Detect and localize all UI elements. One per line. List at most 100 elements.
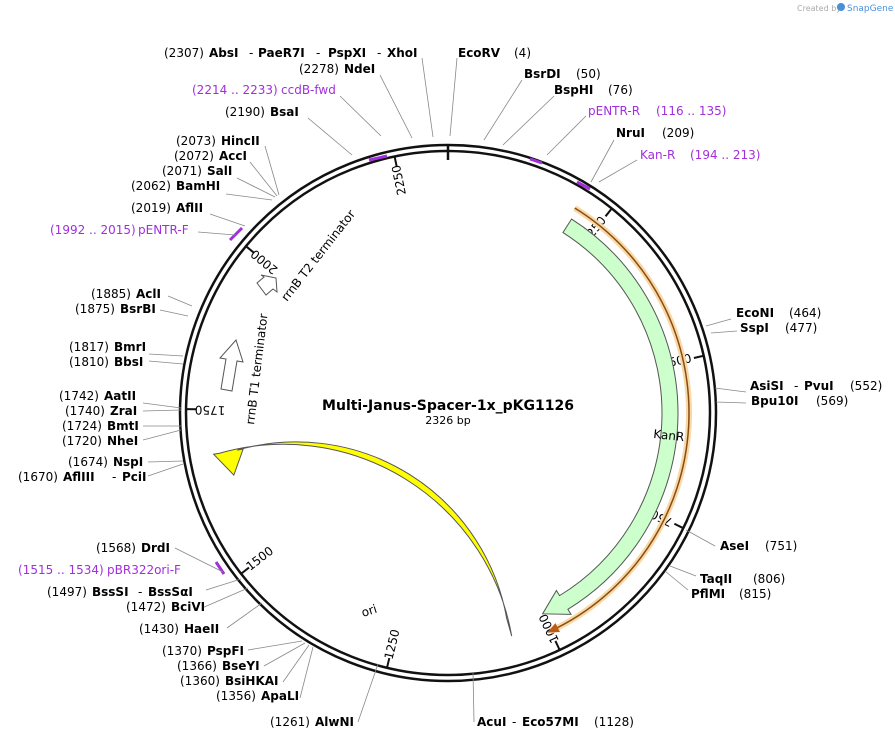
alwni-site[interactable]: AlwNI (315, 715, 354, 729)
bsssi-site[interactable]: BssSI (92, 585, 129, 599)
bsphi-site[interactable]: BspHI (554, 83, 593, 97)
created-by-text: Created by (797, 4, 841, 13)
kanr-feature[interactable]: KanR (541, 218, 685, 615)
afliii-site[interactable]: AflIII (63, 470, 95, 484)
pentr-f-mark (228, 226, 244, 242)
pentr-f-primer[interactable]: pENTR-F (138, 223, 189, 237)
aatii-pos: (1742) (59, 389, 99, 403)
econi-pos: (464) (789, 306, 821, 320)
bamhi-site[interactable]: BamHI (176, 179, 220, 193)
pvui-site[interactable]: PvuI (804, 379, 834, 393)
pentr-r-primer[interactable]: pENTR-R (588, 104, 640, 118)
svg-text:-: - (249, 46, 253, 60)
svg-text:-: - (316, 46, 320, 60)
ndei-site[interactable]: NdeI (344, 62, 375, 76)
acci-pos: (2072) (174, 149, 214, 163)
tick-mark (245, 245, 255, 254)
pbr322ori-f-primer[interactable]: pBR322ori-F (107, 563, 181, 577)
nhei-pos: (1720) (62, 434, 102, 448)
rrnb-t1-arrow (219, 339, 244, 392)
drdi-site[interactable]: DrdI (141, 541, 170, 555)
ori-feature[interactable]: ori (212, 441, 513, 637)
pentr-r-mark (529, 157, 543, 165)
rrnb-t1-label: rrnB T1 terminator (243, 313, 271, 426)
pentr-r-range: (116 .. 135) (656, 104, 726, 118)
pspfi-site[interactable]: PspFI (207, 644, 244, 658)
kan-r-primer[interactable]: Kan-R (640, 148, 675, 162)
rrnb-t2-label: rrnB T2 terminator (278, 207, 358, 304)
tick-mark (554, 640, 561, 651)
svg-text:-: - (377, 46, 381, 60)
nrui-pos: (209) (662, 126, 694, 140)
bsssai-site[interactable]: BssSαI (148, 585, 193, 599)
acli-site[interactable]: AclI (136, 287, 161, 301)
afliii-pos: (1670) (18, 470, 58, 484)
acli-pos: (1885) (91, 287, 131, 301)
sali-site[interactable]: SalI (207, 164, 232, 178)
bpu10i-site[interactable]: Bpu10I (751, 394, 798, 408)
bsihkai-pos: (1360) (180, 674, 220, 688)
drdi-pos: (1568) (96, 541, 136, 555)
bsihkai-site[interactable]: BsiHKAI (225, 674, 279, 688)
bmti-site[interactable]: BmtI (107, 419, 139, 433)
nspi-site[interactable]: NspI (113, 455, 143, 469)
pspxi-site[interactable]: PspXI (328, 46, 366, 60)
ori-label: ori (360, 602, 379, 620)
ccdb-fwd-primer[interactable]: ccdB-fwd (281, 83, 336, 97)
xhoi-site[interactable]: XhoI (387, 46, 418, 60)
bpu10i-pos: (569) (816, 394, 848, 408)
eco57mi-site[interactable]: Eco57MI (522, 715, 579, 729)
hincii-site[interactable]: HincII (221, 134, 260, 148)
rrnb-t1-feature[interactable]: rrnB T1 terminator (219, 313, 271, 426)
sspi-site[interactable]: SspI (740, 321, 769, 335)
acci-site[interactable]: AccI (219, 149, 247, 163)
tick-label: 1750 (195, 403, 226, 417)
asei-site[interactable]: AseI (720, 539, 749, 553)
pbr322ori-f-range: (1515 .. 1534) (18, 563, 104, 577)
pflmi-site[interactable]: PflMI (691, 587, 725, 601)
nhei-site[interactable]: NheI (107, 434, 138, 448)
rrnb-t2-feature[interactable]: rrnB T2 terminator (256, 207, 358, 304)
svg-text:-: - (112, 470, 116, 484)
pentr-f-range: (1992 .. 2015) (50, 223, 136, 237)
aflii-site[interactable]: AflII (176, 201, 203, 215)
bseyi-site[interactable]: BseYI (222, 659, 260, 673)
eco57mi-pos: (1128) (594, 715, 634, 729)
bsrbi-pos: (1875) (75, 302, 115, 316)
bcivi-site[interactable]: BciVI (171, 600, 205, 614)
zrai-pos: (1740) (65, 404, 105, 418)
haeii-site[interactable]: HaeII (184, 622, 219, 636)
ndei-pos: (2278) (299, 62, 339, 76)
ccdb-fwd-mark (368, 154, 388, 162)
tick-mark (386, 657, 391, 669)
bbsi-site[interactable]: BbsI (114, 355, 143, 369)
bmri-site[interactable]: BmrI (114, 340, 146, 354)
asisi-site[interactable]: AsiSI (750, 379, 784, 393)
pspfi-pos: (1370) (162, 644, 202, 658)
snapgene-brand: SnapGene (847, 4, 894, 14)
bbsi-pos: (1810) (69, 355, 109, 369)
hincii-pos: (2073) (176, 134, 216, 148)
apali-site[interactable]: ApaLI (261, 689, 299, 703)
pcii-site[interactable]: PciI (122, 470, 147, 484)
bsrdi-site[interactable]: BsrDI (524, 67, 561, 81)
tick-mark (604, 207, 613, 217)
paer7i-site[interactable]: PaeR7I (258, 46, 305, 60)
bsrdi-pos: (50) (576, 67, 601, 81)
bsai-pos: (2190) (225, 105, 265, 119)
snapgene-logo-icon (837, 3, 845, 11)
aatii-site[interactable]: AatII (104, 389, 136, 403)
nrui-site[interactable]: NruI (616, 126, 645, 140)
asei-pos: (751) (765, 539, 797, 553)
econi-site[interactable]: EcoNI (736, 306, 774, 320)
taqii-site[interactable]: TaqII (700, 572, 732, 586)
zrai-site[interactable]: ZraI (110, 404, 137, 418)
bamhi-pos: (2062) (131, 179, 171, 193)
ecorv-site[interactable]: EcoRV (458, 46, 501, 60)
absi-site[interactable]: AbsI (209, 46, 238, 60)
apali-pos: (1356) (216, 689, 256, 703)
acui-site[interactable]: AcuI (477, 715, 506, 729)
bsrbi-site[interactable]: BsrBI (120, 302, 156, 316)
bsai-site[interactable]: BsaI (270, 105, 299, 119)
svg-text:-: - (512, 715, 516, 729)
